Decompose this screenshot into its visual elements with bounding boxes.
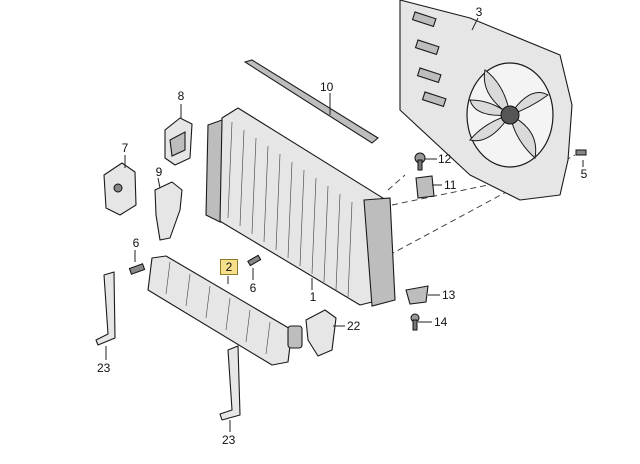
callout-part-5[interactable]: 5: [580, 167, 588, 181]
callout-part-13[interactable]: 13: [442, 288, 456, 302]
aux-radiator-part-2[interactable]: [147, 255, 303, 366]
callout-leader-lines: [105, 17, 584, 432]
bracket-part-9[interactable]: [154, 181, 183, 241]
pin-part-5[interactable]: [575, 149, 587, 156]
fan-shroud-part-3[interactable]: [399, 0, 573, 201]
callout-part-23a[interactable]: 23: [97, 361, 111, 375]
bracket-part-7[interactable]: [103, 162, 137, 216]
mount-part-11[interactable]: [415, 175, 435, 199]
bracket-part-23b[interactable]: [219, 345, 241, 421]
radiator-part-1[interactable]: [205, 107, 396, 307]
callout-part-11[interactable]: 11: [444, 178, 457, 192]
bracket-part-23a[interactable]: [95, 271, 116, 346]
seal-strip-part-10[interactable]: [243, 59, 379, 144]
clip-part-13[interactable]: [405, 285, 429, 305]
screw-part-14[interactable]: [410, 313, 420, 331]
callout-part-12[interactable]: 12: [438, 152, 452, 166]
callout-part-2[interactable]: 2: [220, 259, 238, 275]
callout-part-3[interactable]: 3: [475, 5, 483, 19]
callout-part-9[interactable]: 9: [155, 165, 163, 179]
callout-part-7[interactable]: 7: [121, 141, 129, 155]
bolt-part-12[interactable]: [414, 152, 426, 171]
callout-part-8[interactable]: 8: [177, 89, 185, 103]
bracket-part-8[interactable]: [164, 117, 193, 166]
callout-part-23b[interactable]: 23: [222, 433, 236, 447]
callout-part-10[interactable]: 10: [320, 80, 334, 94]
callout-part-22[interactable]: 22: [347, 319, 361, 333]
callout-part-14[interactable]: 14: [434, 315, 448, 329]
bracket-part-22[interactable]: [305, 309, 337, 357]
bolt-part-6a[interactable]: [128, 263, 146, 275]
bolt-part-6b[interactable]: [247, 254, 262, 267]
callout-part-6b[interactable]: 6: [249, 281, 257, 295]
callout-part-6a[interactable]: 6: [132, 236, 140, 250]
callout-part-1[interactable]: 1: [309, 290, 317, 304]
